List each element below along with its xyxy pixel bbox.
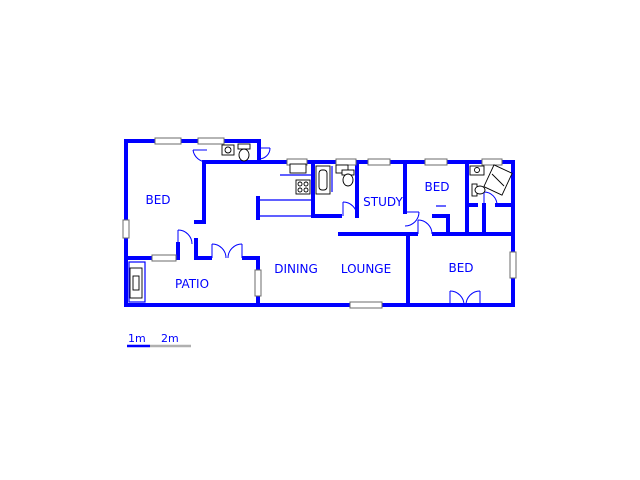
door-bathroom xyxy=(342,201,358,217)
window-lounge-bottom xyxy=(349,301,383,309)
toilet-icon-bath xyxy=(341,169,355,187)
room-label-bed-east: BED xyxy=(448,261,473,275)
window-patio-inner xyxy=(151,254,177,262)
door-bed-east xyxy=(449,290,481,306)
window-bed-middle-top xyxy=(424,158,448,166)
window-patio-east xyxy=(254,269,262,297)
room-label-lounge: LOUNGE xyxy=(341,262,391,276)
door-wc xyxy=(258,147,271,160)
door-bed-west xyxy=(177,229,193,245)
scale-label-1m: 1m xyxy=(128,332,146,345)
scale-label-2m: 2m xyxy=(161,332,179,345)
shower-icon-ensuite xyxy=(483,164,513,196)
door-study xyxy=(404,211,420,227)
partitions xyxy=(258,166,446,217)
fixtures xyxy=(128,143,513,303)
window-bed-west-top xyxy=(154,137,182,145)
stove-icon xyxy=(295,179,311,195)
room-label-dining: DINING xyxy=(274,262,318,276)
window-bed-west-top-2 xyxy=(197,137,225,145)
room-labels: BED PATIO DINING LOUNGE STUDY BED BED xyxy=(145,180,473,291)
door-bed-middle xyxy=(417,219,433,235)
patio-inner-wall xyxy=(128,261,146,303)
room-label-study: STUDY xyxy=(363,195,403,209)
room-label-bed-middle: BED xyxy=(424,180,449,194)
window-study-top xyxy=(367,158,391,166)
door-patio xyxy=(211,243,243,259)
door-bathroom-west xyxy=(192,149,208,163)
bath-icon xyxy=(315,165,331,195)
toilet-icon-ensuite xyxy=(471,183,486,197)
scale-bar: 1m 2m xyxy=(127,332,191,348)
room-label-bed-west: BED xyxy=(145,193,170,207)
window-bed-west-side xyxy=(122,219,130,239)
basin-icon-west xyxy=(221,144,235,156)
door-ensuite xyxy=(483,191,498,206)
window-ensuite-top xyxy=(481,158,503,166)
window-bath-top xyxy=(335,158,357,166)
basin-icon-ensuite xyxy=(469,165,485,176)
toilet-icon-west xyxy=(237,143,251,162)
room-label-patio: PATIO xyxy=(175,277,209,291)
interior-walls xyxy=(124,160,515,307)
sink-icon xyxy=(289,163,307,174)
doors xyxy=(177,147,498,306)
fireplace-icon xyxy=(129,267,143,299)
window-bed-east-side xyxy=(509,251,517,279)
